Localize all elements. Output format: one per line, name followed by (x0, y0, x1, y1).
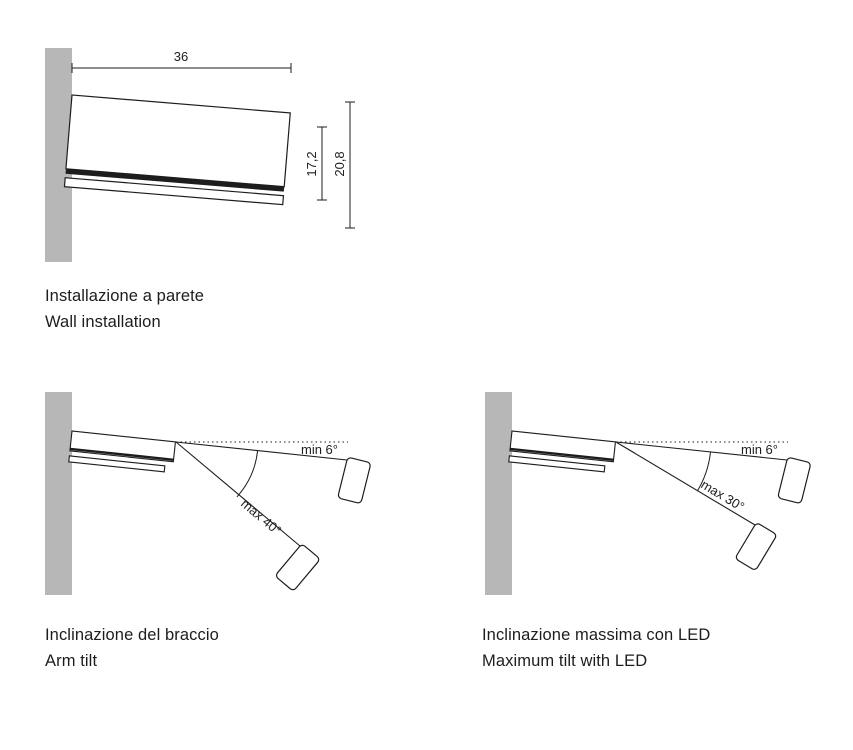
lamp-head-min (337, 457, 371, 504)
arm-dark-band (69, 447, 174, 461)
min-angle-label: min 6° (301, 442, 338, 457)
arm-main-profile (509, 430, 617, 463)
caption-max-tilt-led-it: Inclinazione massima con LED (482, 626, 711, 644)
caption-wall-installation-it: Installazione a parete (45, 287, 205, 305)
wall-installation-diagram: 36 17,2 20,8 (45, 48, 355, 262)
wall (485, 392, 512, 595)
lamp-head-max (275, 544, 320, 591)
min-tilt-line (615, 441, 788, 461)
caption-arm-tilt-it: Inclinazione del braccio (45, 626, 219, 644)
fixture-dark-band (65, 168, 285, 192)
arm-tilt-diagram: min 6° max 40° (45, 392, 371, 595)
caption-max-tilt-led-en: Maximum tilt with LED (482, 652, 648, 670)
arm-main-profile (69, 430, 177, 463)
arm-lower-strip (508, 455, 606, 473)
arm-body (508, 430, 617, 473)
max-angle-label: max 40° (238, 496, 284, 538)
lamp-head-min (777, 457, 811, 504)
dim-width-label: 36 (174, 49, 188, 64)
dim-inner-height-line (317, 126, 327, 201)
tilt-angle-arc (236, 450, 259, 498)
dim-inner-height-label: 17,2 (304, 151, 319, 176)
max-tilt-line (615, 441, 756, 526)
max-tilt-led-diagram: min 6° max 30° (485, 392, 811, 595)
dim-outer-height-line (345, 101, 355, 229)
caption-max-tilt-led: Inclinazione massima con LED Maximum til… (482, 622, 710, 674)
caption-wall-installation-en: Wall installation (45, 313, 161, 331)
max-tilt-line (175, 441, 301, 547)
caption-arm-tilt-en: Arm tilt (45, 652, 98, 670)
caption-wall-installation: Installazione a parete Wall installation (45, 283, 204, 335)
fixture-body (63, 94, 291, 206)
min-angle-label: min 6° (741, 442, 778, 457)
dim-outer-height-label: 20,8 (332, 151, 347, 176)
arm-body (68, 430, 177, 473)
caption-arm-tilt: Inclinazione del braccio Arm tilt (45, 622, 219, 674)
lamp-head-max (735, 523, 777, 570)
min-tilt-line (175, 441, 348, 461)
tilt-angle-arc (696, 451, 711, 492)
arm-lower-strip (68, 455, 166, 473)
dim-width-line (71, 63, 292, 73)
wall (45, 392, 72, 595)
fixture-lower-strip (63, 177, 285, 206)
arm-dark-band (509, 447, 614, 461)
